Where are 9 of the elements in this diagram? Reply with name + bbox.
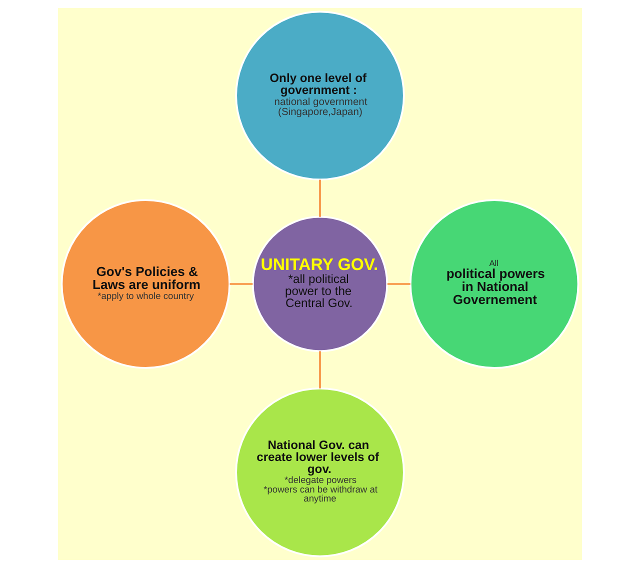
connector <box>319 180 321 217</box>
connector <box>387 283 410 285</box>
node-circle: UNITARY GOV. *all political power to the Central Gov. <box>252 216 388 352</box>
node-circle: Only one level of government : national government (Singapore,Japan) <box>235 10 405 180</box>
node-circle: Gov's Policies & Laws are uniform *apply to whole country <box>60 199 230 369</box>
node-circle: All political powers in National Governement <box>410 199 580 369</box>
node-circle: National Gov. can create lower levels of gov. *delegate powers *powers can be withdraw at anytime <box>235 388 405 558</box>
connector <box>230 283 253 285</box>
connector <box>319 351 321 388</box>
